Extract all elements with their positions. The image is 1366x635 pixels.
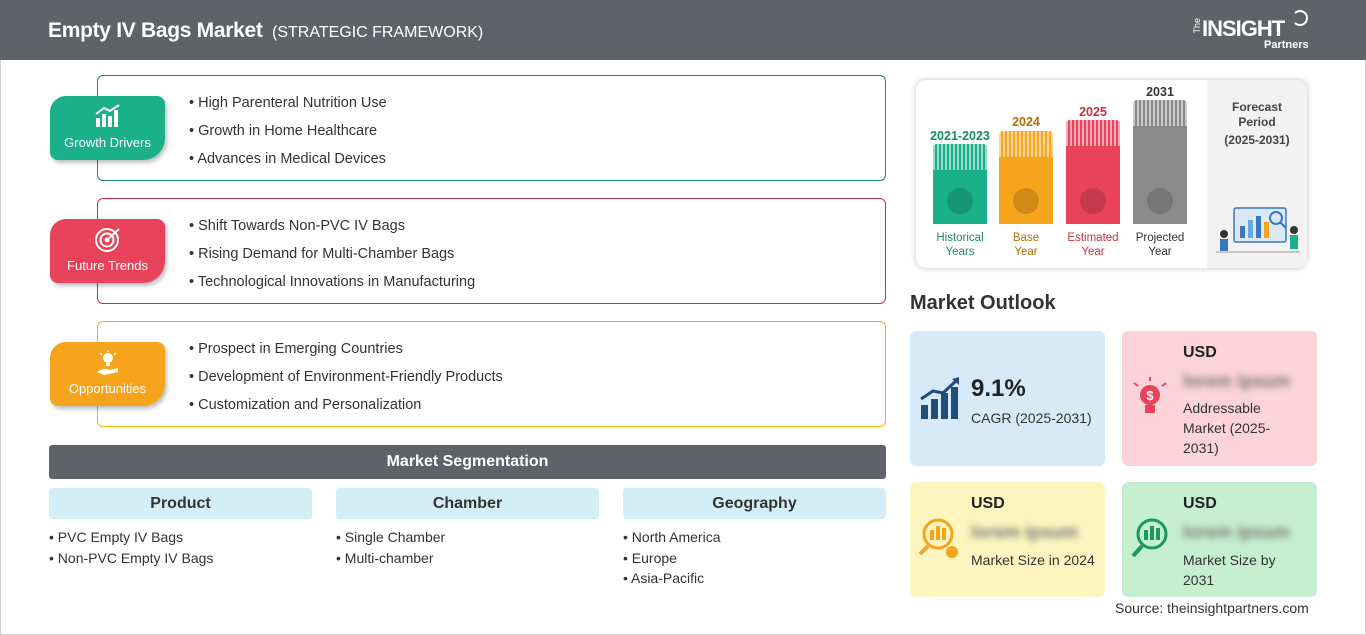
segment-product: Product PVC Empty IV Bags Non-PVC Empty … <box>49 488 312 568</box>
list-item: Europe <box>623 548 886 569</box>
list-item: Non-PVC Empty IV Bags <box>49 548 312 569</box>
segmentation-header: Market Segmentation <box>49 445 886 479</box>
market-size-2031-card: USD lorem ipsum Market Size by 2031 <box>1122 482 1317 597</box>
magnifier-dollar-icon <box>918 518 958 558</box>
market-size-2024-card: USD lorem ipsum Market Size in 2024 <box>910 482 1105 597</box>
timeline-bar-estimated <box>1066 120 1120 224</box>
opportunities-list: Prospect in Emerging Countries Developme… <box>189 340 503 424</box>
source-note: Source: theinsightpartners.com <box>1115 600 1309 616</box>
segment-chamber: Chamber Single Chamber Multi-chamber <box>336 488 599 568</box>
list-item: High Parenteral Nutrition Use <box>189 94 387 122</box>
timeline-year: 2024 <box>1012 115 1040 129</box>
usd-label: USD <box>971 495 1005 512</box>
growth-drivers-label: Growth Drivers <box>64 135 151 150</box>
list-item: North America <box>623 527 886 548</box>
timeline-bar-historical <box>933 144 987 224</box>
future-trends-list: Shift Towards Non-PVC IV Bags Rising Dem… <box>189 217 475 301</box>
growth-drivers-badge: Growth Drivers <box>50 96 165 160</box>
svg-text:$: $ <box>1146 388 1154 403</box>
future-trends-badge: Future Trends <box>50 219 165 283</box>
forecast-title: Forecast Period <box>1231 100 1283 129</box>
market-size-2031-label: Market Size by 2031 <box>1183 552 1276 588</box>
page-title: Empty IV Bags Market <box>48 19 263 42</box>
target-icon <box>95 228 120 252</box>
addressable-label: Addressable Market (2025-2031) <box>1183 400 1271 456</box>
growth-drivers-box: High Parenteral Nutrition Use Growth in … <box>97 75 886 181</box>
list-item: Advances in Medical Devices <box>189 150 387 178</box>
logo-swoosh-icon <box>1292 10 1308 26</box>
lightbulb-hand-icon <box>97 350 118 375</box>
page-subtitle: (STRATEGIC FRAMEWORK) <box>272 24 484 41</box>
estimate-gear-icon <box>1080 188 1106 214</box>
segment-heading: Chamber <box>336 488 599 519</box>
list-item: Rising Demand for Multi-Chamber Bags <box>189 245 475 273</box>
calendar-icon <box>1013 188 1039 214</box>
timeline-bar-base <box>999 131 1053 224</box>
cagr-value: 9.1% <box>971 375 1026 402</box>
market-size-2024-label: Market Size in 2024 <box>971 552 1095 568</box>
list-item: Technological Innovations in Manufacturi… <box>189 273 475 301</box>
segment-heading: Product <box>49 488 312 519</box>
usd-label: USD <box>1183 344 1217 361</box>
list-item: PVC Empty IV Bags <box>49 527 312 548</box>
usd-label: USD <box>1183 495 1217 512</box>
growth-drivers-list: High Parenteral Nutrition Use Growth in … <box>189 94 387 178</box>
timeline-year: 2021-2023 <box>930 129 990 143</box>
forecast-panel: Forecast Period (2025-2031) <box>1207 80 1307 268</box>
forecast-range: (2025-2031) <box>1224 133 1290 147</box>
presentation-icon <box>1147 188 1173 214</box>
lightbulb-dollar-icon: $ <box>1133 377 1167 413</box>
blurred-value: lorem ipsum <box>971 522 1079 542</box>
future-trends-label: Future Trends <box>67 258 148 273</box>
opportunities-label: Opportunities <box>68 381 147 396</box>
timeline-bar-projected <box>1133 100 1187 224</box>
list-item: Single Chamber <box>336 527 599 548</box>
list-item: Multi-chamber <box>336 548 599 569</box>
logo-the: The <box>1192 18 1202 34</box>
history-clock-icon <box>947 188 973 214</box>
addressable-market-card: $ USD lorem ipsum Addressable Market (20… <box>1122 331 1317 466</box>
list-item: Shift Towards Non-PVC IV Bags <box>189 217 475 245</box>
magnifier-chart-icon <box>1131 518 1168 558</box>
list-item: Growth in Home Healthcare <box>189 122 387 150</box>
blurred-value: lorem ipsum <box>1183 522 1291 542</box>
cagr-card: 9.1% CAGR (2025-2031) <box>910 331 1105 466</box>
blurred-value: lorem ipsum <box>1183 371 1291 391</box>
timeline-year: 2031 <box>1146 85 1174 99</box>
header-bar: Empty IV Bags Market (STRATEGIC FRAMEWOR… <box>0 0 1366 60</box>
growth-chart-icon <box>95 104 120 127</box>
market-outlook-title: Market Outlook <box>910 292 1056 314</box>
analytics-people-icon <box>1216 207 1300 253</box>
growth-chart-icon <box>920 377 959 419</box>
insight-partners-logo[interactable]: The INSIGHT Partners <box>1192 10 1312 52</box>
cagr-label: CAGR (2025-2031) <box>971 410 1092 426</box>
logo-partners: Partners <box>1264 39 1309 51</box>
list-item: Asia-Pacific <box>623 568 886 589</box>
segment-heading: Geography <box>623 488 886 519</box>
future-trends-box: Shift Towards Non-PVC IV Bags Rising Dem… <box>97 198 886 304</box>
opportunities-badge: Opportunities <box>50 342 165 406</box>
opportunities-box: Prospect in Emerging Countries Developme… <box>97 321 886 427</box>
list-item: Customization and Personalization <box>189 396 503 424</box>
timeline-year: 2025 <box>1079 105 1107 119</box>
list-item: Development of Environment-Friendly Prod… <box>189 368 503 396</box>
logo-insight: INSIGHT <box>1202 16 1285 41</box>
list-item: Prospect in Emerging Countries <box>189 340 503 368</box>
segment-geography: Geography North America Europe Asia-Paci… <box>623 488 886 589</box>
